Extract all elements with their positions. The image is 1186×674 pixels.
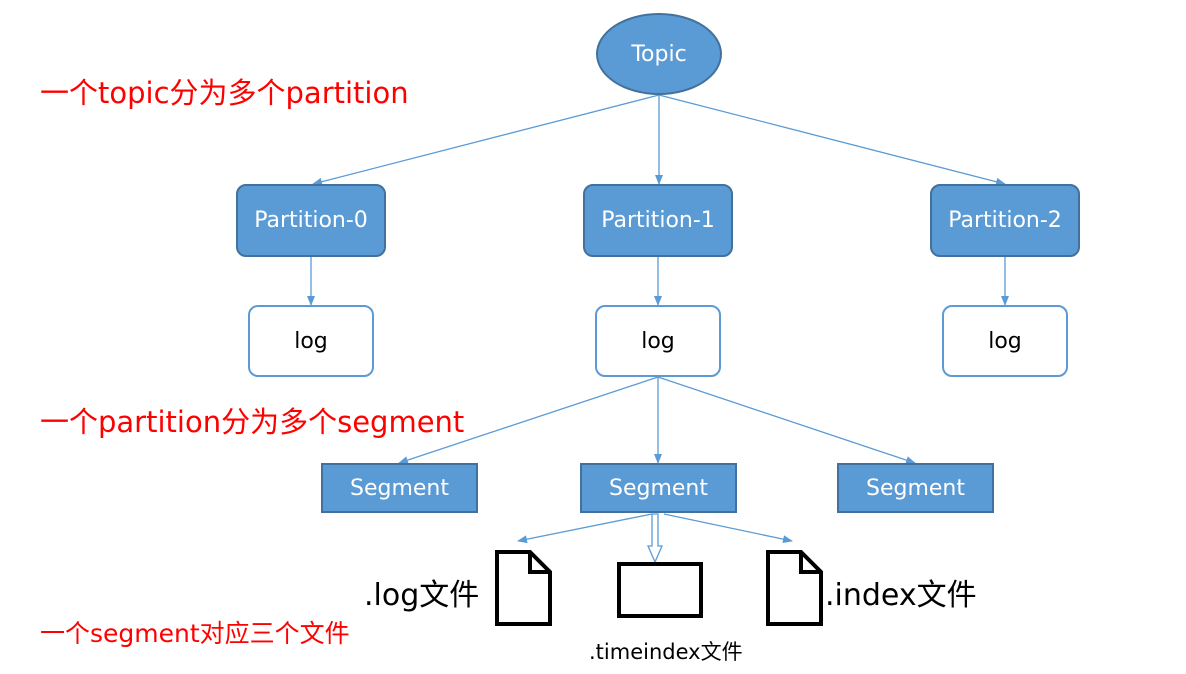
partition-1-log-node: log — [595, 305, 721, 377]
partition-0-node: Partition-0 — [236, 184, 386, 257]
log-file-label: .log文件 — [364, 578, 480, 613]
arrow-topic-to-partition-2 — [658, 94, 1006, 186]
partition-0-log-node: log — [248, 305, 374, 377]
index-file-label: .index文件 — [825, 578, 977, 613]
timeindex-file-icon — [617, 562, 703, 618]
timeindex-file-label: .timeindex文件 — [589, 640, 743, 664]
segment-2-node: Segment — [837, 463, 994, 513]
segment-annotation: 一个segment对应三个文件 — [40, 619, 350, 648]
arrow-log-to-segment-2 — [657, 376, 916, 464]
segment-1-node: Segment — [580, 463, 737, 513]
partition-annotation: 一个partition分为多个segment — [40, 405, 465, 439]
topic-annotation: 一个topic分为多个partition — [40, 76, 409, 110]
arrow-segment-to-index-file — [663, 513, 793, 544]
arrow-segment-to-timeindex-file — [647, 513, 663, 564]
segment-0-node: Segment — [321, 463, 478, 513]
partition-2-log-node: log — [942, 305, 1068, 377]
topic-node: Topic — [596, 13, 722, 95]
partition-2-node: Partition-2 — [930, 184, 1080, 257]
log-file-icon — [495, 550, 552, 626]
index-file-icon — [766, 550, 823, 626]
arrow-segment-to-log-file — [517, 513, 653, 544]
partition-1-node: Partition-1 — [583, 184, 733, 257]
